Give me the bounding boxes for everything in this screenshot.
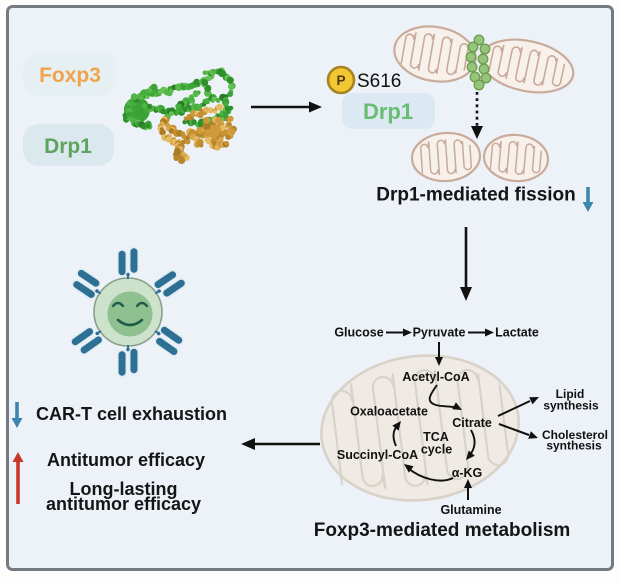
svg-text:Drp1-mediated fission: Drp1-mediated fission <box>376 185 576 206</box>
svg-text:Oxaloacetate: Oxaloacetate <box>350 405 428 419</box>
svg-text:synthesis: synthesis <box>546 439 602 453</box>
svg-text:Drp1: Drp1 <box>44 135 92 158</box>
svg-text:Citrate: Citrate <box>452 416 492 430</box>
svg-text:Antitumor efficacy: Antitumor efficacy <box>47 450 205 470</box>
svg-text:Glutamine: Glutamine <box>440 503 501 517</box>
svg-text:P: P <box>336 73 345 88</box>
svg-text:Glucose: Glucose <box>334 326 383 340</box>
svg-text:Pyruvate: Pyruvate <box>413 326 466 340</box>
svg-text:antitumor efficacy: antitumor efficacy <box>46 494 201 514</box>
svg-text:Acetyl-CoA: Acetyl-CoA <box>402 370 469 384</box>
svg-text:synthesis: synthesis <box>543 399 599 413</box>
svg-text:Cholesterol: Cholesterol <box>542 428 608 442</box>
svg-text:Succinyl-CoA: Succinyl-CoA <box>337 448 418 462</box>
svg-text:TCA: TCA <box>423 430 449 444</box>
svg-text:Drp1: Drp1 <box>363 99 413 124</box>
svg-text:cycle: cycle <box>421 443 452 457</box>
svg-text:S616: S616 <box>357 71 401 92</box>
svg-text:Long-lasting: Long-lasting <box>70 479 178 499</box>
svg-text:CAR-T cell exhaustion: CAR-T cell exhaustion <box>36 404 227 424</box>
svg-text:Lactate: Lactate <box>495 326 539 340</box>
svg-text:Foxp3-mediated metabolism: Foxp3-mediated metabolism <box>314 520 571 541</box>
svg-text:α-KG: α-KG <box>452 466 483 480</box>
svg-text:Lipid: Lipid <box>556 387 585 401</box>
svg-text:Foxp3: Foxp3 <box>39 64 101 87</box>
